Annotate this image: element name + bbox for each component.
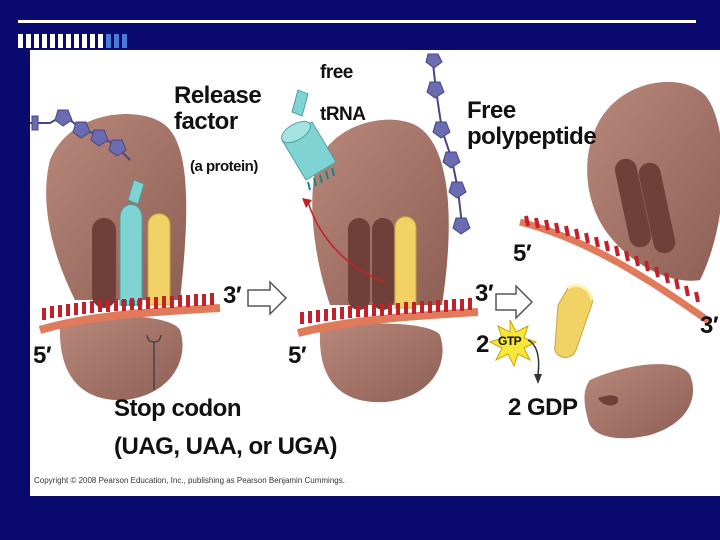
ribosome-stage-1 <box>46 114 187 401</box>
release-factor-released <box>554 284 594 359</box>
two-label: 2 <box>476 331 489 358</box>
termination-diagram <box>30 53 720 439</box>
free-trna-label-line1: free <box>320 62 353 83</box>
large-subunit-released <box>587 81 720 281</box>
three-prime-label-stage-3: 3′ <box>700 312 719 339</box>
free-trna <box>281 89 337 191</box>
title-decoration <box>18 34 127 50</box>
stop-codon-label: Stop codon <box>114 395 241 422</box>
copyright-notice: Copyright © 2008 Pearson Education, Inc.… <box>34 476 345 485</box>
three-prime-label-stage-1: 3′ <box>223 282 242 309</box>
mrna-stage-1 <box>38 293 221 390</box>
polypeptide-stage-1 <box>30 109 131 161</box>
five-prime-label-stage-2: 5′ <box>288 342 307 369</box>
diagram-panel: Release factor (a protein) free tRNA Fre… <box>30 50 720 496</box>
arrow-right-icon <box>247 280 288 316</box>
gtp-burst-icon <box>488 319 542 384</box>
title-underline <box>18 20 696 23</box>
five-prime-label-stage-3: 5′ <box>513 240 532 267</box>
mrna-stage-2 <box>297 298 479 337</box>
two-gdp-label: 2 GDP <box>508 394 578 421</box>
free-trna-label-line2: tRNA <box>320 104 366 125</box>
small-subunit-released <box>584 364 694 439</box>
ribosome-stage-2 <box>302 119 449 403</box>
mrna-stage-3 <box>519 215 713 325</box>
three-prime-label-stage-2: 3′ <box>475 280 494 307</box>
stop-codon-list: (UAG, UAA, or UGA) <box>114 433 337 460</box>
free-polypeptide <box>425 53 471 235</box>
release-factor-label: Release factor <box>174 82 262 135</box>
a-protein-label: (a protein) <box>190 158 258 175</box>
gtp-label: GTP <box>498 334 522 348</box>
arrow-right-icon <box>495 284 534 320</box>
five-prime-label-stage-1: 5′ <box>33 342 52 369</box>
free-polypeptide-label: Free polypeptide <box>467 97 597 150</box>
